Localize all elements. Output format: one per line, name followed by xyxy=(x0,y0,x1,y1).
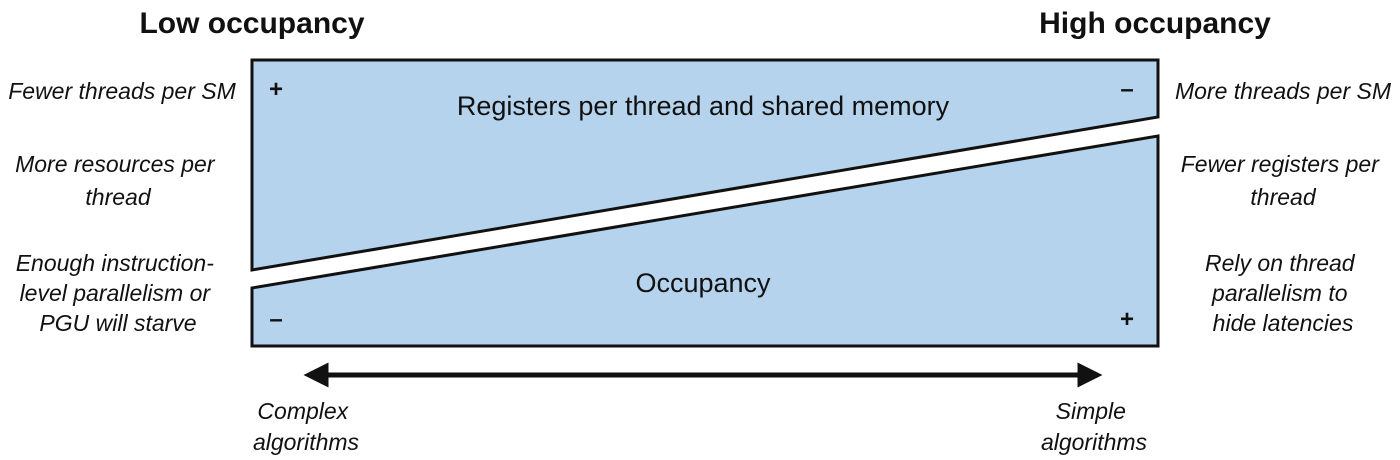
registers-high-sign: – xyxy=(1120,76,1133,103)
left-note-threads: Fewer threads per SM xyxy=(8,78,236,104)
occupancy-band xyxy=(250,134,1160,348)
complex-algorithms-line-2: algorithms xyxy=(253,429,360,455)
registers-shared-memory-band xyxy=(250,58,1160,272)
occupancy-band-label: Occupancy xyxy=(635,268,771,298)
simple-algorithms-line-2: algorithms xyxy=(1041,429,1148,455)
right-note-threads-line-1: More threads per SM xyxy=(1175,78,1392,104)
right-note-registers: Fewer registers per thread xyxy=(1181,151,1386,210)
low-occupancy-heading: Low occupancy xyxy=(139,7,364,40)
right-note-thread-parallelism-line-3: hide latencies xyxy=(1213,310,1354,336)
right-note-thread-parallelism-line-1: Rely on thread xyxy=(1205,250,1356,276)
left-note-resources-line-1: More resources per xyxy=(15,151,216,177)
complex-algorithms-label: Complex algorithms xyxy=(253,398,360,455)
right-note-thread-parallelism: Rely on thread parallelism to hide laten… xyxy=(1205,250,1361,336)
simple-algorithms-label: Simple algorithms xyxy=(1041,398,1148,455)
left-note-ilp-line-2: level parallelism or xyxy=(20,280,212,306)
high-occupancy-heading: High occupancy xyxy=(1039,7,1271,40)
complex-algorithms-line-1: Complex xyxy=(257,398,349,424)
left-note-resources: More resources per thread xyxy=(15,151,221,210)
left-note-ilp-line-3: PGU will starve xyxy=(39,310,196,336)
right-note-registers-line-1: Fewer registers per xyxy=(1181,151,1380,177)
right-note-threads: More threads per SM xyxy=(1175,78,1392,104)
left-note-threads-line-1: Fewer threads per SM xyxy=(8,78,236,104)
right-note-thread-parallelism-line-2: parallelism to xyxy=(1211,280,1348,306)
simple-algorithms-line-1: Simple xyxy=(1056,398,1126,424)
left-note-resources-line-2: thread xyxy=(85,184,151,210)
occupancy-high-sign: + xyxy=(1120,306,1134,333)
registers-band-label: Registers per thread and shared memory xyxy=(457,91,950,121)
registers-low-sign: + xyxy=(269,76,283,103)
left-note-ilp: Enough instruction- level parallelism or… xyxy=(16,250,221,336)
occupancy-low-sign: – xyxy=(269,306,282,333)
right-note-registers-line-2: thread xyxy=(1250,184,1316,210)
left-note-ilp-line-1: Enough instruction- xyxy=(16,250,215,276)
